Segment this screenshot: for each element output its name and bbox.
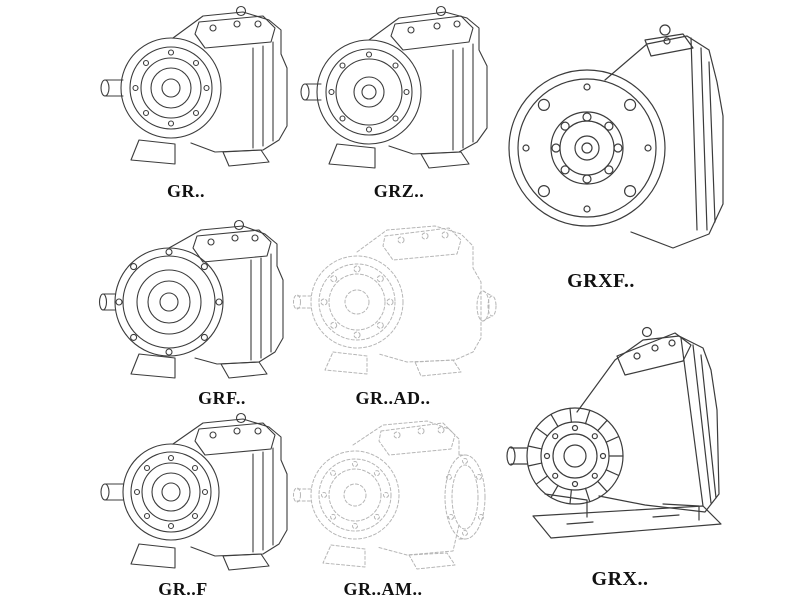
model-label-gr-f: GR..F bbox=[158, 579, 208, 599]
grz-gearbox-figure bbox=[300, 5, 488, 169]
gr-drawing bbox=[95, 0, 290, 185]
model-label-grx: GRX.. bbox=[591, 568, 649, 590]
grf-gearbox-figure bbox=[98, 219, 284, 379]
grf-drawing bbox=[95, 212, 290, 392]
model-label-grxf: GRXF.. bbox=[567, 270, 635, 292]
grx-gearbox-figure bbox=[506, 326, 722, 539]
model-label-gr: GR.. bbox=[167, 181, 205, 201]
model-label-gr-am: GR..AM.. bbox=[343, 579, 423, 599]
gr-ad-gearbox-figure bbox=[293, 225, 497, 377]
gr-f-gearbox-figure bbox=[100, 412, 288, 571]
grx-drawing bbox=[495, 298, 735, 566]
model-label-grz: GRZ.. bbox=[373, 181, 425, 201]
grxf-gearbox-figure bbox=[508, 24, 724, 249]
gr-gearbox-figure bbox=[100, 5, 288, 167]
model-label-gr-ad: GR..AD.. bbox=[355, 388, 431, 408]
gr-ad-drawing bbox=[285, 210, 500, 395]
gr-f-drawing bbox=[95, 408, 290, 580]
model-label-grf: GRF.. bbox=[198, 388, 246, 408]
gr-am-drawing bbox=[285, 405, 495, 580]
gr-am-gearbox-figure bbox=[293, 420, 486, 570]
grz-drawing bbox=[295, 0, 490, 185]
grxf-drawing bbox=[495, 8, 730, 270]
